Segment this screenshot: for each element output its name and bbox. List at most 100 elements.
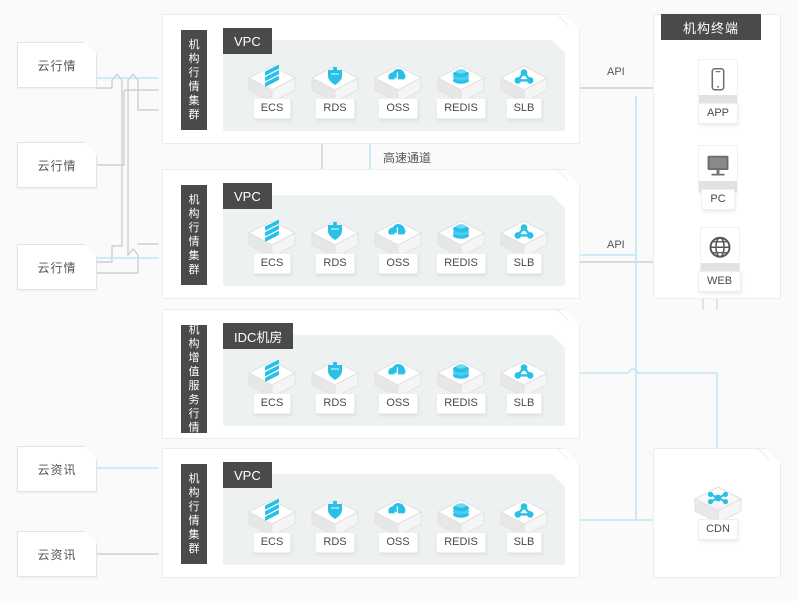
source-card[interactable]: 云行情 [17, 42, 97, 88]
source-card[interactable]: 云行情 [17, 244, 97, 290]
cluster-side-tab-char: 情 [188, 422, 200, 434]
cluster-panel: 机构行情集群 VPC ECS RDS OSS REDIS [162, 156, 580, 299]
service-node-label: RDS [315, 393, 355, 414]
service-node-rds[interactable]: RDS [306, 62, 364, 119]
service-node-oss[interactable]: OSS [369, 217, 427, 274]
cluster-side-tab-char: 增 [188, 352, 200, 364]
service-node-slb[interactable]: SLB [495, 62, 553, 119]
zone-tag: VPC [223, 28, 272, 54]
cluster-side-tab-char: 情 [188, 81, 200, 93]
service-node-redis[interactable]: REDIS [432, 217, 490, 274]
service-node-label: CDN [698, 519, 738, 540]
fold-corner-icon [84, 244, 97, 257]
service-node-oss[interactable]: OSS [369, 357, 427, 414]
fold-corner-icon [564, 14, 580, 30]
cluster-zone: IDC机房 ECS RDS OSS REDIS [223, 323, 565, 426]
service-node-label: OSS [378, 393, 418, 414]
cluster-side-tab-char: 群 [188, 543, 200, 555]
service-node-redis[interactable]: REDIS [432, 62, 490, 119]
device-web[interactable]: WEB [698, 227, 742, 292]
storage-cloud-cube-icon [371, 62, 425, 106]
service-node-rds[interactable]: RDS [306, 357, 364, 414]
cluster-side-tab-char: 服 [188, 380, 200, 392]
fold-corner-icon [765, 448, 781, 464]
server-cube-icon [245, 217, 299, 261]
service-node-label: RDS [315, 532, 355, 553]
redis-stack-cube-icon [434, 217, 488, 261]
service-node-slb[interactable]: SLB [495, 357, 553, 414]
cluster-side-tab-char: 群 [188, 264, 200, 276]
wire-bus-a [123, 89, 159, 166]
edge-label-highspeed-channel: 高速通道 [383, 151, 432, 165]
service-node-slb[interactable]: SLB [495, 496, 553, 553]
cluster-zone: VPC ECS RDS OSS REDIS [223, 183, 565, 286]
terminal-panel-tag: 机构终端 [661, 14, 761, 40]
server-cube-icon [245, 357, 299, 401]
cluster-side-tab: 机构行情集群 [181, 30, 207, 130]
service-node-label: SLB [505, 98, 543, 119]
service-node-label: REDIS [436, 98, 486, 119]
service-node-label: REDIS [436, 253, 486, 274]
load-balancer-cube-icon [497, 217, 551, 261]
service-node-label: RDS [315, 98, 355, 119]
source-card[interactable]: 云资讯 [17, 446, 97, 492]
cluster-side-tab-char: 机 [188, 194, 200, 206]
service-node-cdn[interactable]: CDN [689, 483, 747, 540]
source-card[interactable]: 云行情 [17, 142, 97, 188]
device-pc[interactable]: PC [698, 145, 738, 210]
server-cube-icon [245, 496, 299, 540]
cluster-side-tab-char: 构 [188, 53, 200, 65]
cluster-side-tab-char: 集 [188, 529, 200, 541]
zone-tag: VPC [223, 462, 272, 488]
device-label: WEB [698, 271, 742, 292]
server-cube-icon [245, 62, 299, 106]
cluster-side-tab: 机构行情集群 [181, 464, 207, 564]
fold-corner-icon [84, 42, 97, 55]
service-node-label: ECS [252, 532, 292, 553]
service-node-label: SLB [505, 253, 543, 274]
source-card-label: 云行情 [37, 158, 77, 173]
cluster-side-tab: 机构行情集群 [181, 185, 207, 285]
source-card-label: 云资讯 [37, 547, 77, 562]
service-node-label: OSS [378, 253, 418, 274]
service-node-ecs[interactable]: ECS [243, 62, 301, 119]
wire-src1-bus [96, 73, 123, 263]
service-node-ecs[interactable]: ECS [243, 217, 301, 274]
service-node-ecs[interactable]: ECS [243, 496, 301, 553]
cluster-side-tab-char: 机 [188, 39, 200, 51]
service-node-label: REDIS [436, 532, 486, 553]
service-node-rds[interactable]: RDS [306, 217, 364, 274]
device-label: APP [698, 103, 739, 124]
service-node-redis[interactable]: REDIS [432, 496, 490, 553]
fold-corner-icon [552, 195, 565, 208]
cluster-side-tab-char: 构 [188, 487, 200, 499]
wire-bus-b [96, 73, 139, 274]
service-node-rds[interactable]: RDS [306, 496, 364, 553]
desktop-monitor-icon [698, 145, 738, 193]
cdn-cube-icon [691, 483, 745, 527]
service-node-slb[interactable]: SLB [495, 217, 553, 274]
cluster-side-tab-char: 行 [188, 67, 200, 79]
device-app[interactable]: APP [698, 59, 739, 124]
service-node-ecs[interactable]: ECS [243, 357, 301, 414]
cluster-zone: VPC ECS RDS OSS REDIS [223, 462, 565, 565]
cluster-side-tab-char: 机 [188, 473, 200, 485]
device-base [699, 95, 737, 106]
redis-stack-cube-icon [434, 496, 488, 540]
cluster-side-tab: 机构增值服务行情 [181, 324, 207, 434]
source-card-label: 云行情 [37, 260, 77, 275]
device-base [700, 263, 739, 274]
source-card[interactable]: 云资讯 [17, 531, 97, 577]
cluster-side-tab-char: 机 [188, 324, 200, 336]
cluster-side-tab-char: 行 [188, 501, 200, 513]
service-node-redis[interactable]: REDIS [432, 357, 490, 414]
service-node-oss[interactable]: OSS [369, 496, 427, 553]
source-card-label: 云资讯 [37, 462, 77, 477]
service-node-oss[interactable]: OSS [369, 62, 427, 119]
cluster-side-tab-char: 行 [188, 222, 200, 234]
cdn-panel: CDN [653, 435, 781, 578]
redis-stack-cube-icon [434, 62, 488, 106]
cluster-side-tab-char: 情 [188, 515, 200, 527]
database-cube-icon [308, 496, 362, 540]
